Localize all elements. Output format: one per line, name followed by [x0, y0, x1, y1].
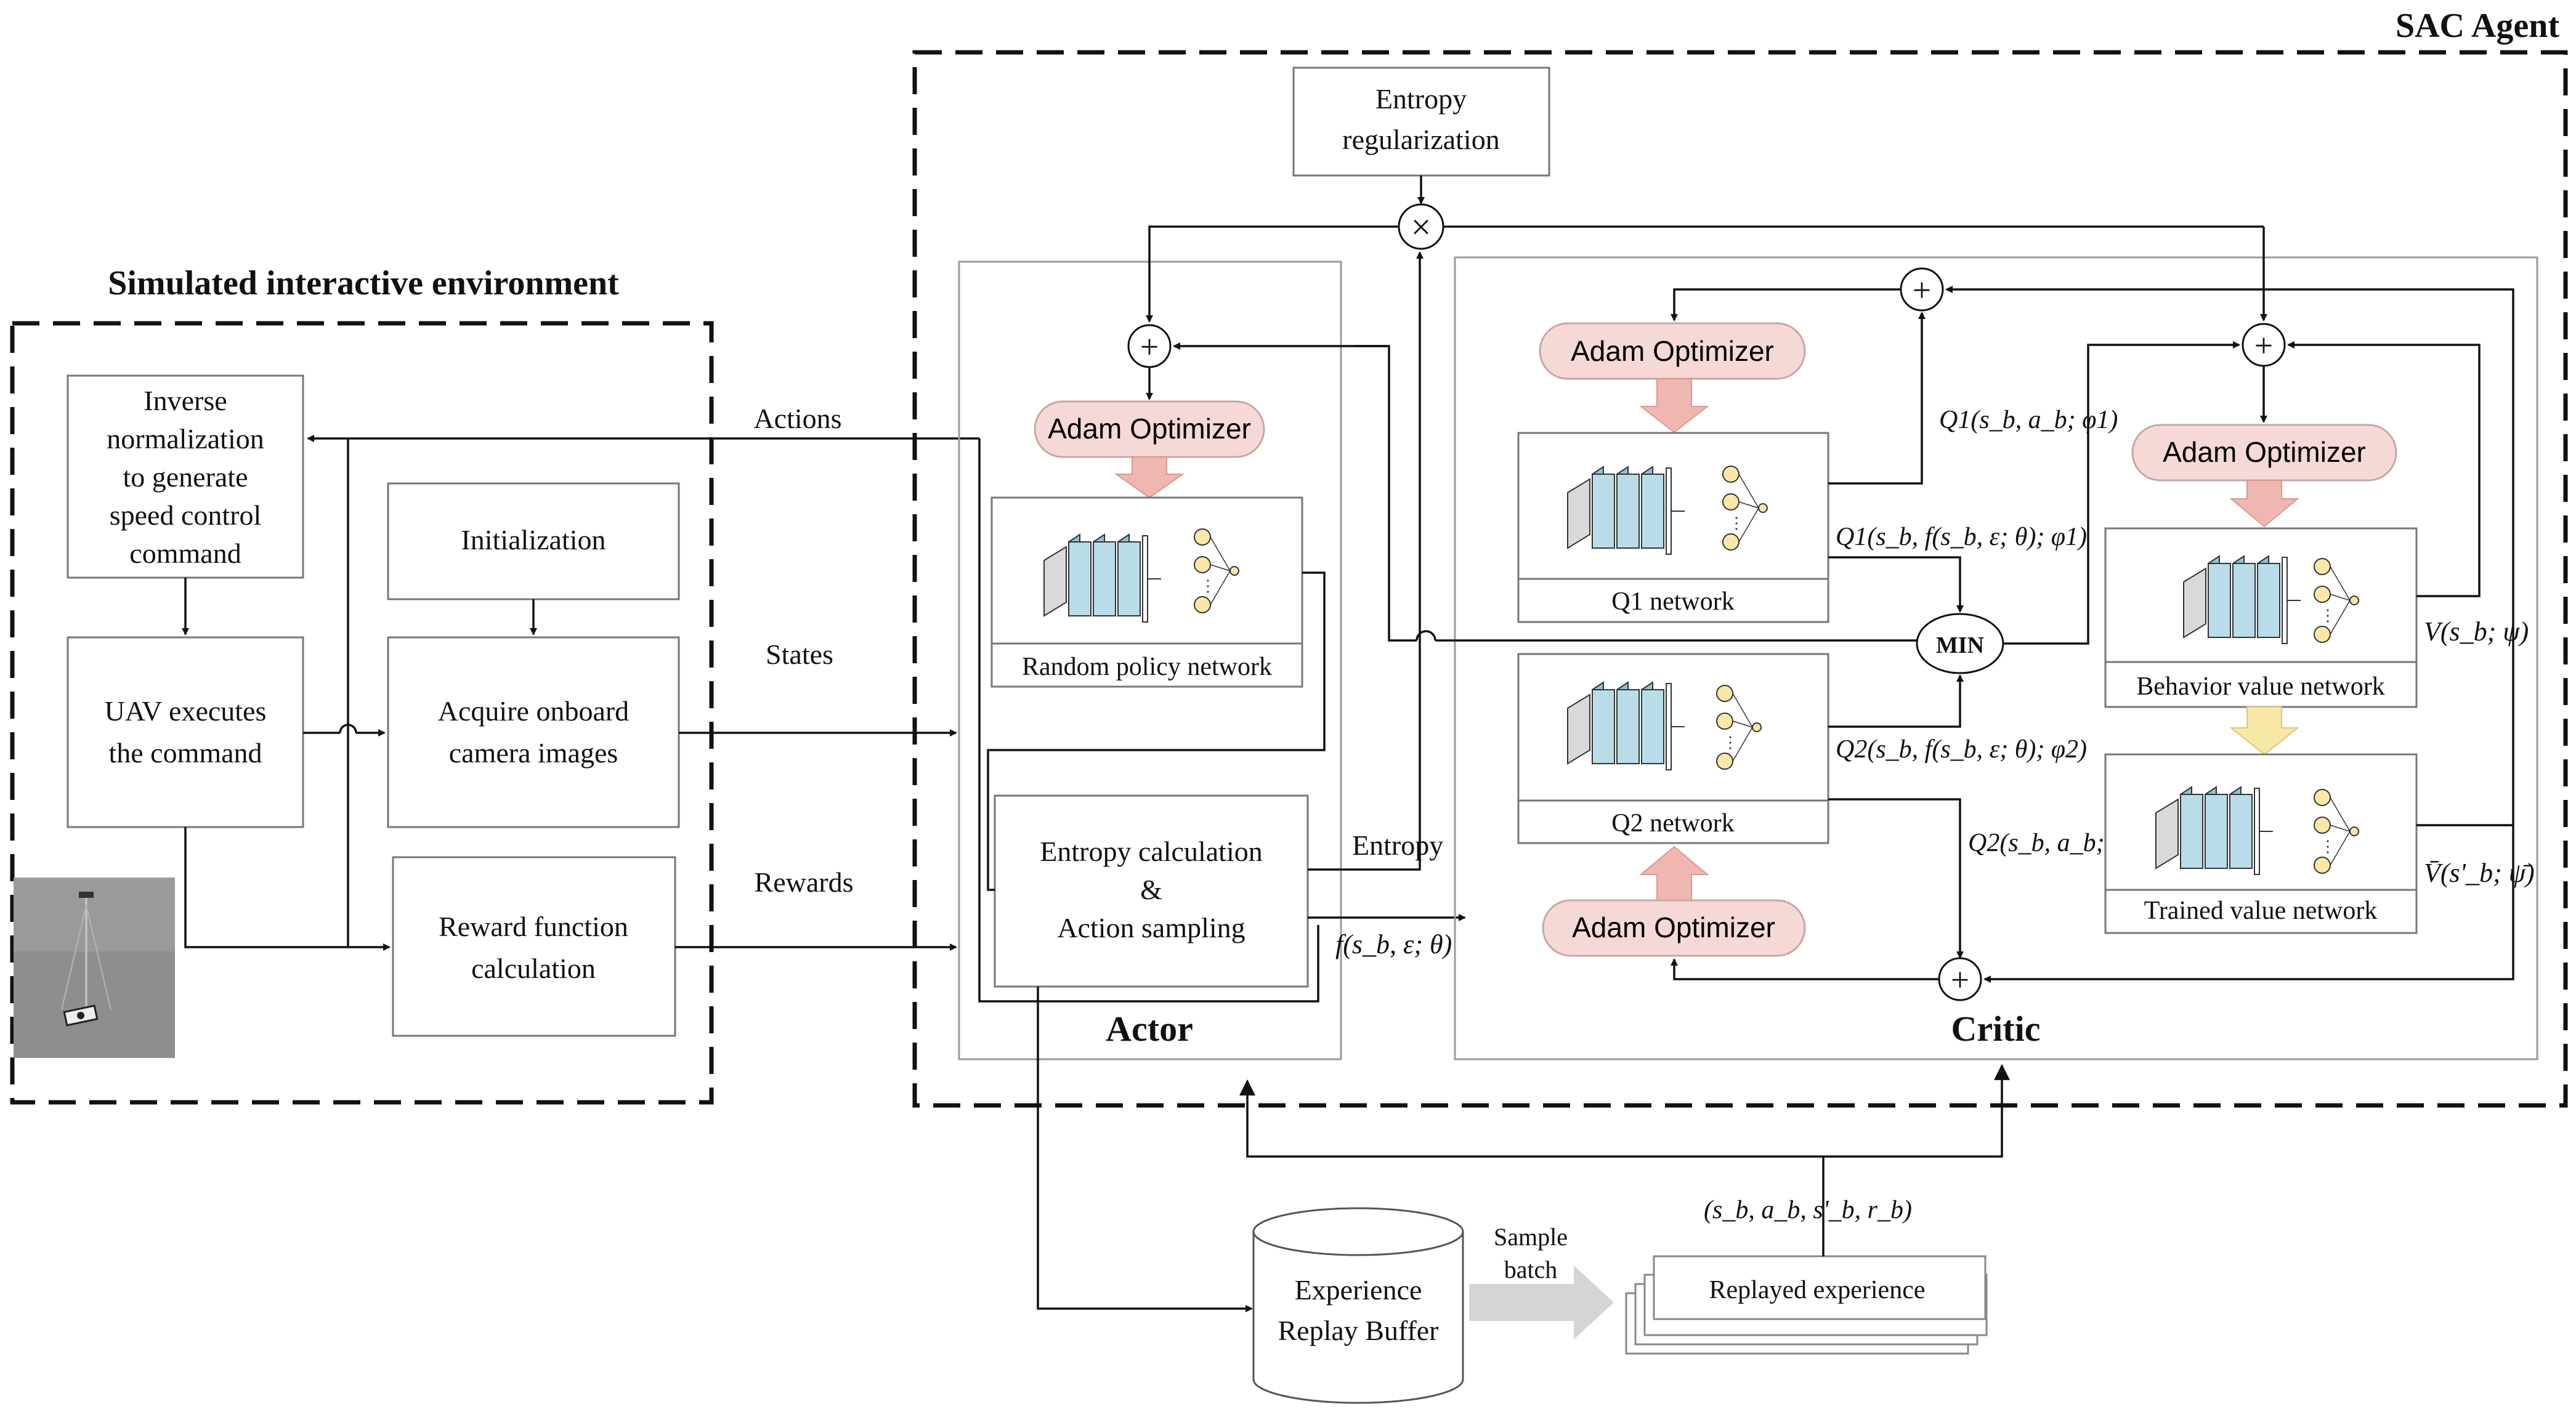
- environment-boundary: [10, 321, 714, 1105]
- actor-title: Actor: [1106, 1009, 1193, 1049]
- svg-text:MIN: MIN: [1936, 632, 1984, 658]
- svg-text:Reward function: Reward function: [439, 911, 628, 942]
- svg-text:Entropy calculation: Entropy calculation: [1040, 836, 1263, 867]
- q2-network: Q2 network: [1517, 653, 1829, 844]
- environment-title: Simulated interactive environment: [108, 264, 619, 302]
- svg-text:Q2 network: Q2 network: [1611, 809, 1734, 838]
- svg-text:normalization: normalization: [107, 423, 264, 454]
- svg-text:command: command: [129, 538, 241, 569]
- svg-text:regularization: regularization: [1342, 124, 1499, 155]
- critic-panel: [1454, 256, 2538, 1060]
- sample-batch-label-2: batch: [1504, 1256, 1558, 1283]
- initialization-box: Initialization: [387, 482, 680, 600]
- svg-text:speed control: speed control: [110, 499, 262, 531]
- svg-text:Replay Buffer: Replay Buffer: [1278, 1315, 1438, 1346]
- svg-text:Experience: Experience: [1295, 1274, 1422, 1306]
- uav-executes-box: UAV executes the command: [67, 636, 304, 828]
- sac-agent-title: SAC Agent: [2396, 7, 2559, 45]
- q1-update-arrow: [1639, 378, 1709, 434]
- arrow-to-actor: [1239, 1079, 1825, 1256]
- svg-text:+: +: [1951, 961, 1969, 998]
- svg-text:Adam Optimizer: Adam Optimizer: [1571, 335, 1774, 367]
- copy-weights-arrow: [2229, 706, 2299, 756]
- critic-sum-node: +: [1938, 957, 1982, 1001]
- random-policy-network: Random policy network: [990, 496, 1303, 688]
- v-sum-node: +: [2242, 323, 2286, 367]
- svg-text:to generate: to generate: [123, 461, 248, 493]
- svg-text:Adam Optimizer: Adam Optimizer: [1048, 413, 1251, 445]
- svg-text:Replayed experience: Replayed experience: [1709, 1276, 1926, 1304]
- q1-network: Q1 network: [1517, 432, 1829, 623]
- arrow-to-replay-buffer: [1037, 987, 1253, 1312]
- sample-batch-label-1: Sample: [1494, 1223, 1568, 1251]
- q1-adam-optimizer: Adam Optimizer: [1539, 322, 1806, 380]
- entropy-regularization-box: Entropy regularization: [1292, 67, 1550, 177]
- rewards-label: Rewards: [755, 866, 854, 898]
- replayed-experience-stack: Replayed experience: [1625, 1255, 1988, 1355]
- critic-title: Critic: [1951, 1009, 2041, 1049]
- behavior-value-network: Behavior value network: [2104, 527, 2418, 708]
- states-label: States: [766, 639, 833, 670]
- min-node: MIN: [1916, 613, 2004, 674]
- arrow-to-critic: [1823, 1064, 2010, 1158]
- q1-sum-node: +: [1900, 267, 1944, 312]
- svg-text:+: +: [1140, 328, 1159, 365]
- svg-text:Initialization: Initialization: [461, 524, 606, 555]
- v-adam-optimizer: Adam Optimizer: [2131, 424, 2397, 482]
- acquire-images-box: Acquire onboard camera images: [387, 636, 680, 828]
- q2-sf-label: Q2(s_b, f(s_b, ε; θ); φ2): [1836, 735, 2087, 764]
- svg-text:Random policy network: Random policy network: [1022, 653, 1272, 681]
- sac-agent-boundary: [912, 50, 2568, 1108]
- sample-batch-arrow: [1469, 1266, 1614, 1339]
- actions-label: Actions: [753, 403, 841, 434]
- v-trained-label: V̄(s'_b; ψ̄): [2424, 858, 2535, 888]
- svg-text:UAV executes: UAV executes: [105, 695, 267, 727]
- trained-value-network: Trained value network: [2104, 753, 2418, 934]
- q1-sa-label: Q1(s_b, a_b; φ1): [1939, 406, 2118, 434]
- experience-replay-buffer: Experience Replay Buffer: [1252, 1207, 1464, 1404]
- svg-text:&: &: [1140, 874, 1162, 905]
- q2-update-arrow: [1639, 846, 1709, 901]
- batch-tuple-label: (s_b, a_b, s'_b, r_b): [1704, 1196, 1912, 1224]
- multiply-node: ×: [1398, 203, 1444, 250]
- v-behavior-label: V(s_b; ψ): [2424, 616, 2529, 647]
- q1-sf-label: Q1(s_b, f(s_b, ε; θ); φ1): [1836, 523, 2087, 551]
- entropy-action-sampling-box: Entropy calculation & Action sampling: [994, 794, 1309, 988]
- svg-text:Adam Optimizer: Adam Optimizer: [2163, 436, 2366, 468]
- svg-text:calculation: calculation: [471, 953, 596, 984]
- q2-adam-optimizer: Adam Optimizer: [1542, 899, 1806, 957]
- svg-text:Action sampling: Action sampling: [1057, 912, 1245, 943]
- svg-text:+: +: [1913, 272, 1931, 309]
- svg-text:Entropy: Entropy: [1375, 83, 1467, 115]
- svg-text:Acquire onboard: Acquire onboard: [438, 695, 629, 727]
- actor-update-arrow: [1114, 456, 1185, 499]
- reward-calc-box: Reward function calculation: [392, 856, 676, 1037]
- svg-text:×: ×: [1411, 207, 1432, 247]
- policy-output-label: f(s_b, ε; θ): [1335, 929, 1452, 959]
- svg-text:Adam Optimizer: Adam Optimizer: [1572, 911, 1775, 943]
- v-update-arrow: [2229, 480, 2299, 528]
- svg-text:Trained value network: Trained value network: [2144, 897, 2378, 925]
- inverse-normalization-box: Inverse normalization to generate speed …: [67, 374, 304, 579]
- actor-sum-node: +: [1127, 324, 1172, 368]
- svg-text:Inverse: Inverse: [144, 385, 227, 416]
- entropy-label: Entropy: [1352, 830, 1443, 861]
- svg-text:Q1 network: Q1 network: [1611, 587, 1734, 616]
- svg-text:Behavior value network: Behavior value network: [2136, 672, 2385, 701]
- svg-text:+: +: [2254, 327, 2273, 364]
- uav-simulation-scene-image: [14, 878, 175, 1058]
- svg-text:camera images: camera images: [449, 737, 618, 769]
- actor-adam-optimizer: Adam Optimizer: [1034, 400, 1265, 458]
- svg-text:the command: the command: [108, 737, 262, 769]
- arrow-uav-to-reward: [184, 827, 391, 951]
